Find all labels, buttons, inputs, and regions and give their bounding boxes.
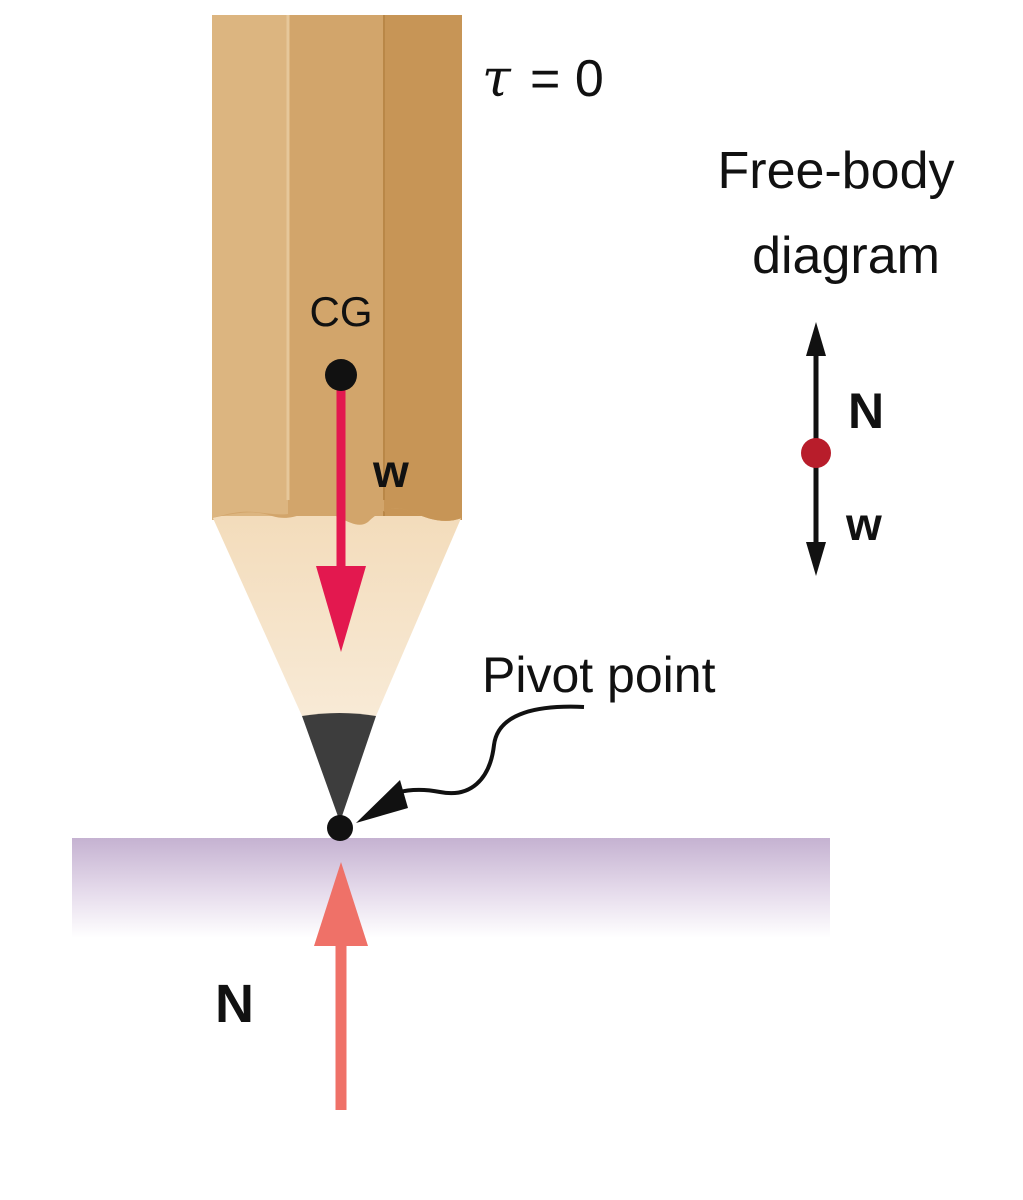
torque-symbol: τ [482,49,512,109]
pivot-callout-line [393,704,585,796]
pencil-stripe-2 [288,15,384,520]
surface [72,838,830,938]
weight-arrow [316,384,366,652]
fbd-body-dot [801,438,831,468]
pencil-stripe-3 [384,15,462,520]
torque-equals: = 0 [530,50,604,108]
pivot-point [327,815,353,841]
pivot-label: Pivot point [482,647,716,703]
fbd-title-line1: Free-body [718,142,955,200]
fbd-normal-arrowhead [806,322,826,356]
free-body-diagram: Free-body diagram N w [718,142,955,576]
cg-point [325,359,357,391]
fbd-weight-label: w [845,498,882,550]
pencil-stripe-1 [212,15,288,520]
normal-force-arrow [314,862,368,1110]
fbd-title-line2: diagram [752,227,940,285]
cg-label: CG [310,288,373,335]
pencil-lead [302,713,376,822]
pivot-callout-arrowhead [356,780,408,823]
fbd-normal-label: N [848,383,884,439]
normal-force-label: N [215,974,254,1034]
fbd-weight-arrowhead [806,542,826,576]
weight-label: w [372,445,409,497]
